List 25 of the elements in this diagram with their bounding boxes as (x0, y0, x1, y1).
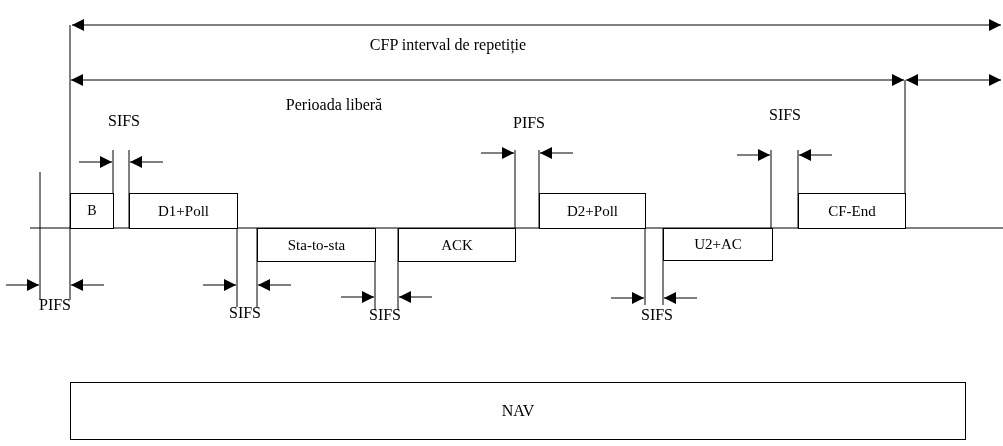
interval-label: SIFS (108, 112, 140, 130)
interval-label: SIFS (641, 306, 673, 324)
frame-box (70, 193, 114, 229)
frame-label: CF-End (828, 203, 876, 219)
interval-label: PIFS (513, 114, 545, 132)
frame-box (663, 228, 773, 261)
interval-label: SIFS (229, 304, 261, 322)
frame-box (798, 193, 906, 229)
interval-label: PIFS (39, 296, 71, 314)
interval-label: SIFS (769, 106, 801, 124)
frame-label: D1+Poll (158, 203, 209, 219)
interval-label: SIFS (369, 306, 401, 324)
frame-label: D2+Poll (567, 203, 618, 219)
frame-label: U2+AC (694, 237, 742, 252)
frame-box (129, 193, 238, 229)
period-label: Perioada liberă (285, 96, 383, 114)
frame-box (257, 228, 376, 262)
frame-box (398, 228, 516, 262)
frame-label: NAV (501, 403, 535, 419)
frame-label: ACK (441, 237, 473, 253)
nav-bar (70, 382, 966, 440)
frame-box (539, 193, 646, 229)
frame-label: Sta-to-sta (287, 237, 346, 253)
period-label: CFP interval de repetiție (369, 36, 527, 54)
frame-label: B (87, 204, 97, 218)
